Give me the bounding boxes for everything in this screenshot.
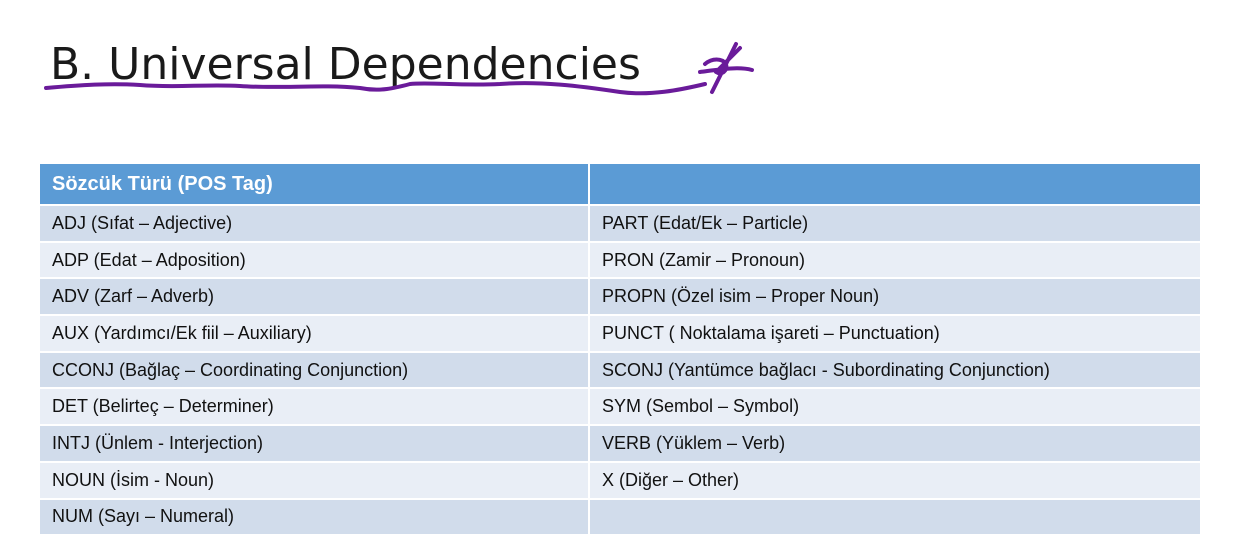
table-cell: VERB (Yüklem – Verb) — [589, 425, 1200, 463]
table-row: ADV (Zarf – Adverb) PROPN (Özel isim – P… — [40, 278, 1200, 317]
table-cell: CCONJ (Bağlaç – Coordinating Conjunction… — [40, 351, 590, 390]
table-cell — [589, 498, 1200, 537]
table-row: AUX (Yardımcı/Ek fiil – Auxiliary) PUNCT… — [40, 315, 1200, 353]
table-row: NUM (Sayı – Numeral) — [40, 498, 1200, 537]
table-row: NOUN (İsim - Noun) X (Diğer – Other) — [40, 461, 1200, 500]
slide-title: B. Universal Dependencies — [50, 39, 641, 90]
table-cell: X (Diğer – Other) — [589, 461, 1200, 500]
table-cell: PART (Edat/Ek – Particle) — [589, 205, 1200, 243]
table-header-row: Sözcük Türü (POS Tag) — [40, 164, 1200, 206]
table-cell: ADP (Edat – Adposition) — [40, 241, 590, 280]
table-row: ADJ (Sıfat – Adjective) PART (Edat/Ek – … — [40, 205, 1200, 243]
ink-scribble — [698, 42, 754, 94]
table-cell: NOUN (İsim - Noun) — [40, 461, 590, 500]
table-cell: NUM (Sayı – Numeral) — [40, 498, 590, 537]
table-row: CCONJ (Bağlaç – Coordinating Conjunction… — [40, 351, 1200, 390]
table-row: ADP (Edat – Adposition) PRON (Zamir – Pr… — [40, 241, 1200, 280]
table-cell: AUX (Yardımcı/Ek fiil – Auxiliary) — [40, 315, 590, 353]
table-cell: ADV (Zarf – Adverb) — [40, 278, 590, 317]
table-row: DET (Belirteç – Determiner) SYM (Sembol … — [40, 388, 1200, 427]
table-cell: SYM (Sembol – Symbol) — [589, 388, 1200, 427]
table-row: INTJ (Ünlem - Interjection) VERB (Yüklem… — [40, 425, 1200, 463]
header-blank — [589, 164, 1200, 206]
pos-tag-table: Sözcük Türü (POS Tag) ADJ (Sıfat – Adjec… — [40, 164, 1200, 537]
table-cell: ADJ (Sıfat – Adjective) — [40, 205, 590, 243]
table-cell: PROPN (Özel isim – Proper Noun) — [589, 278, 1200, 317]
table-cell: PRON (Zamir – Pronoun) — [589, 241, 1200, 280]
table-cell: INTJ (Ünlem - Interjection) — [40, 425, 590, 463]
table-cell: DET (Belirteç – Determiner) — [40, 388, 590, 427]
table-cell: SCONJ (Yantümce bağlacı - Subordinating … — [589, 351, 1200, 390]
table-cell: PUNCT ( Noktalama işareti – Punctuation) — [589, 315, 1200, 353]
header-pos-tag: Sözcük Türü (POS Tag) — [40, 164, 590, 206]
